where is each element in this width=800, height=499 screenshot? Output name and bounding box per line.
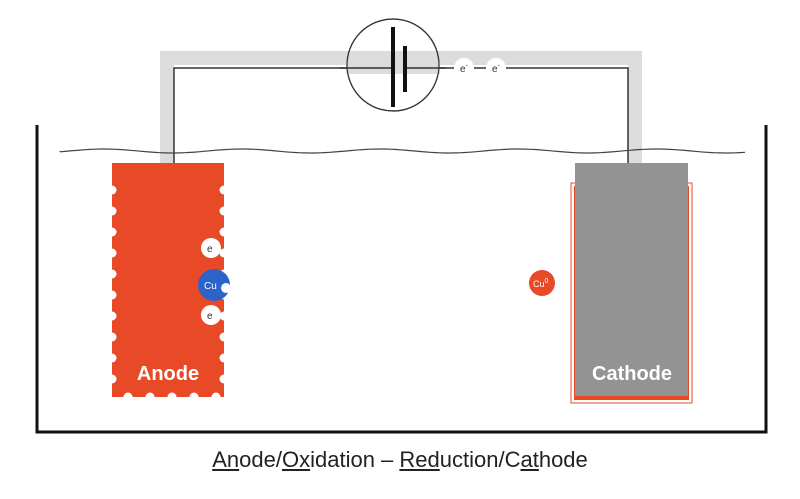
caption-segment: at: [520, 447, 539, 472]
caption-segment: uction/C: [439, 447, 521, 472]
caption-segment: idation –: [310, 447, 400, 472]
copper-ion-anode: Cu: [198, 269, 231, 301]
water-surface: [59, 148, 746, 154]
electron-anode-2: e: [201, 305, 221, 325]
caption-segment: An: [212, 447, 240, 472]
caption: Anode/Oxidation – Reduction/Cathode: [0, 447, 800, 473]
svg-text:e: e: [207, 311, 213, 322]
svg-text:e-: e-: [492, 63, 501, 75]
cathode-electrode: Cathode: [570, 163, 693, 404]
anode-label: Anode: [137, 363, 199, 385]
caption-segment: hode: [538, 447, 588, 472]
svg-text:e: e: [207, 244, 213, 255]
svg-text:Cu0: Cu0: [533, 278, 549, 289]
svg-text:e-: e-: [460, 63, 469, 75]
electron-anode-1: e: [201, 238, 221, 258]
caption-segment: Red: [399, 447, 440, 472]
electron-wire-2: e-: [486, 58, 506, 78]
electron-wire-1: e-: [454, 58, 474, 78]
svg-text:Cu: Cu: [204, 281, 217, 292]
battery-icon: [340, 18, 446, 112]
caption-segment: ode/: [239, 447, 282, 472]
wire-band: [160, 51, 642, 165]
tank: [35, 125, 768, 434]
cathode-label: Cathode: [592, 363, 672, 385]
copper-atom-solution: Cu0: [529, 270, 555, 296]
caption-segment: Ox: [281, 447, 311, 472]
